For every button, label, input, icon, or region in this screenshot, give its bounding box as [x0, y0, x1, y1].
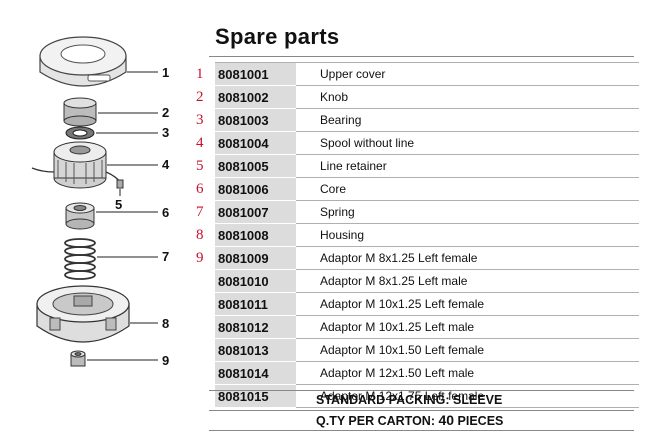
part-index: [190, 362, 215, 385]
part-description: Adaptor M 8x1.25 Left male: [296, 269, 639, 293]
qty-label: Q.TY PER CARTON:: [316, 414, 439, 428]
callout-3: 3: [162, 125, 169, 140]
callout-1: 1: [162, 65, 169, 80]
part-code: 8081006: [215, 177, 296, 201]
part-description: Adaptor M 12x1.50 Left male: [296, 361, 639, 385]
part-code: 8081007: [215, 200, 296, 224]
part-description: Spool without line: [296, 131, 639, 155]
part-description: Adaptor M 10x1.25 Left female: [296, 292, 639, 316]
callout-5: 5: [115, 197, 122, 212]
core-illustration: [65, 202, 95, 230]
part-code: 8081008: [215, 223, 296, 247]
part-index: 6: [196, 180, 204, 197]
part-description: Upper cover: [296, 62, 639, 86]
part-description: Adaptor M 10x1.25 Left male: [296, 315, 639, 339]
part-description: Bearing: [296, 108, 639, 132]
packing-info: STANDARD PACKING: SLEEVE Q.TY PER CARTON…: [209, 390, 634, 431]
part-description: Adaptor M 8x1.25 Left female: [296, 246, 639, 270]
qty-unit: PIECES: [454, 414, 504, 428]
housing-illustration: [36, 285, 130, 343]
callout-2: 2: [162, 105, 169, 120]
part-description: Core: [296, 177, 639, 201]
callout-7: 7: [162, 249, 169, 264]
part-code: 8081009: [215, 246, 296, 270]
part-index: [190, 339, 215, 362]
bearing-illustration: [65, 126, 95, 140]
page-title: Spare parts: [215, 24, 340, 49]
callout-9: 9: [162, 353, 169, 368]
part-code: 8081010: [215, 269, 296, 293]
quantity-per-carton: Q.TY PER CARTON: 40 PIECES: [209, 410, 634, 431]
part-code: 8081011: [215, 292, 296, 316]
part-code: 8081012: [215, 315, 296, 339]
part-index: 1: [196, 65, 204, 82]
part-index: 3: [196, 111, 204, 128]
upper-cover-illustration: [39, 36, 127, 87]
part-description: Adaptor M 10x1.50 Left female: [296, 338, 639, 362]
part-code: 8081001: [215, 62, 296, 86]
part-index: 9: [196, 249, 204, 266]
line-retainer-illustration: [116, 179, 124, 189]
callout-8: 8: [162, 316, 169, 331]
knob-illustration: [63, 97, 97, 127]
part-index: 8: [196, 226, 204, 243]
part-description: Knob: [296, 85, 639, 109]
part-index: 4: [196, 134, 204, 151]
qty-value: 40: [438, 412, 455, 428]
callout-6: 6: [162, 205, 169, 220]
part-index: 5: [196, 157, 204, 174]
part-description: Line retainer: [296, 154, 639, 178]
spool-illustration: [31, 141, 123, 189]
adaptor-illustration: [70, 350, 86, 367]
part-index: 2: [196, 88, 204, 105]
callout-4: 4: [162, 157, 170, 172]
part-code: 8081002: [215, 85, 296, 109]
part-index: [190, 293, 215, 316]
standard-packing: STANDARD PACKING: SLEEVE: [209, 390, 634, 410]
part-code: 8081014: [215, 361, 296, 385]
spring-illustration: [64, 238, 96, 280]
part-description: Spring: [296, 200, 639, 224]
part-code: 8081005: [215, 154, 296, 178]
exploded-view-diagram: 1 2 3 4 5 6 7 8 9: [31, 36, 170, 368]
part-code: 8081004: [215, 131, 296, 155]
part-index: [190, 316, 215, 339]
part-code: 8081003: [215, 108, 296, 132]
part-index: [190, 270, 215, 293]
part-index: 7: [196, 203, 204, 220]
part-code: 8081013: [215, 338, 296, 362]
title-divider: [209, 56, 634, 57]
part-description: Housing: [296, 223, 639, 247]
